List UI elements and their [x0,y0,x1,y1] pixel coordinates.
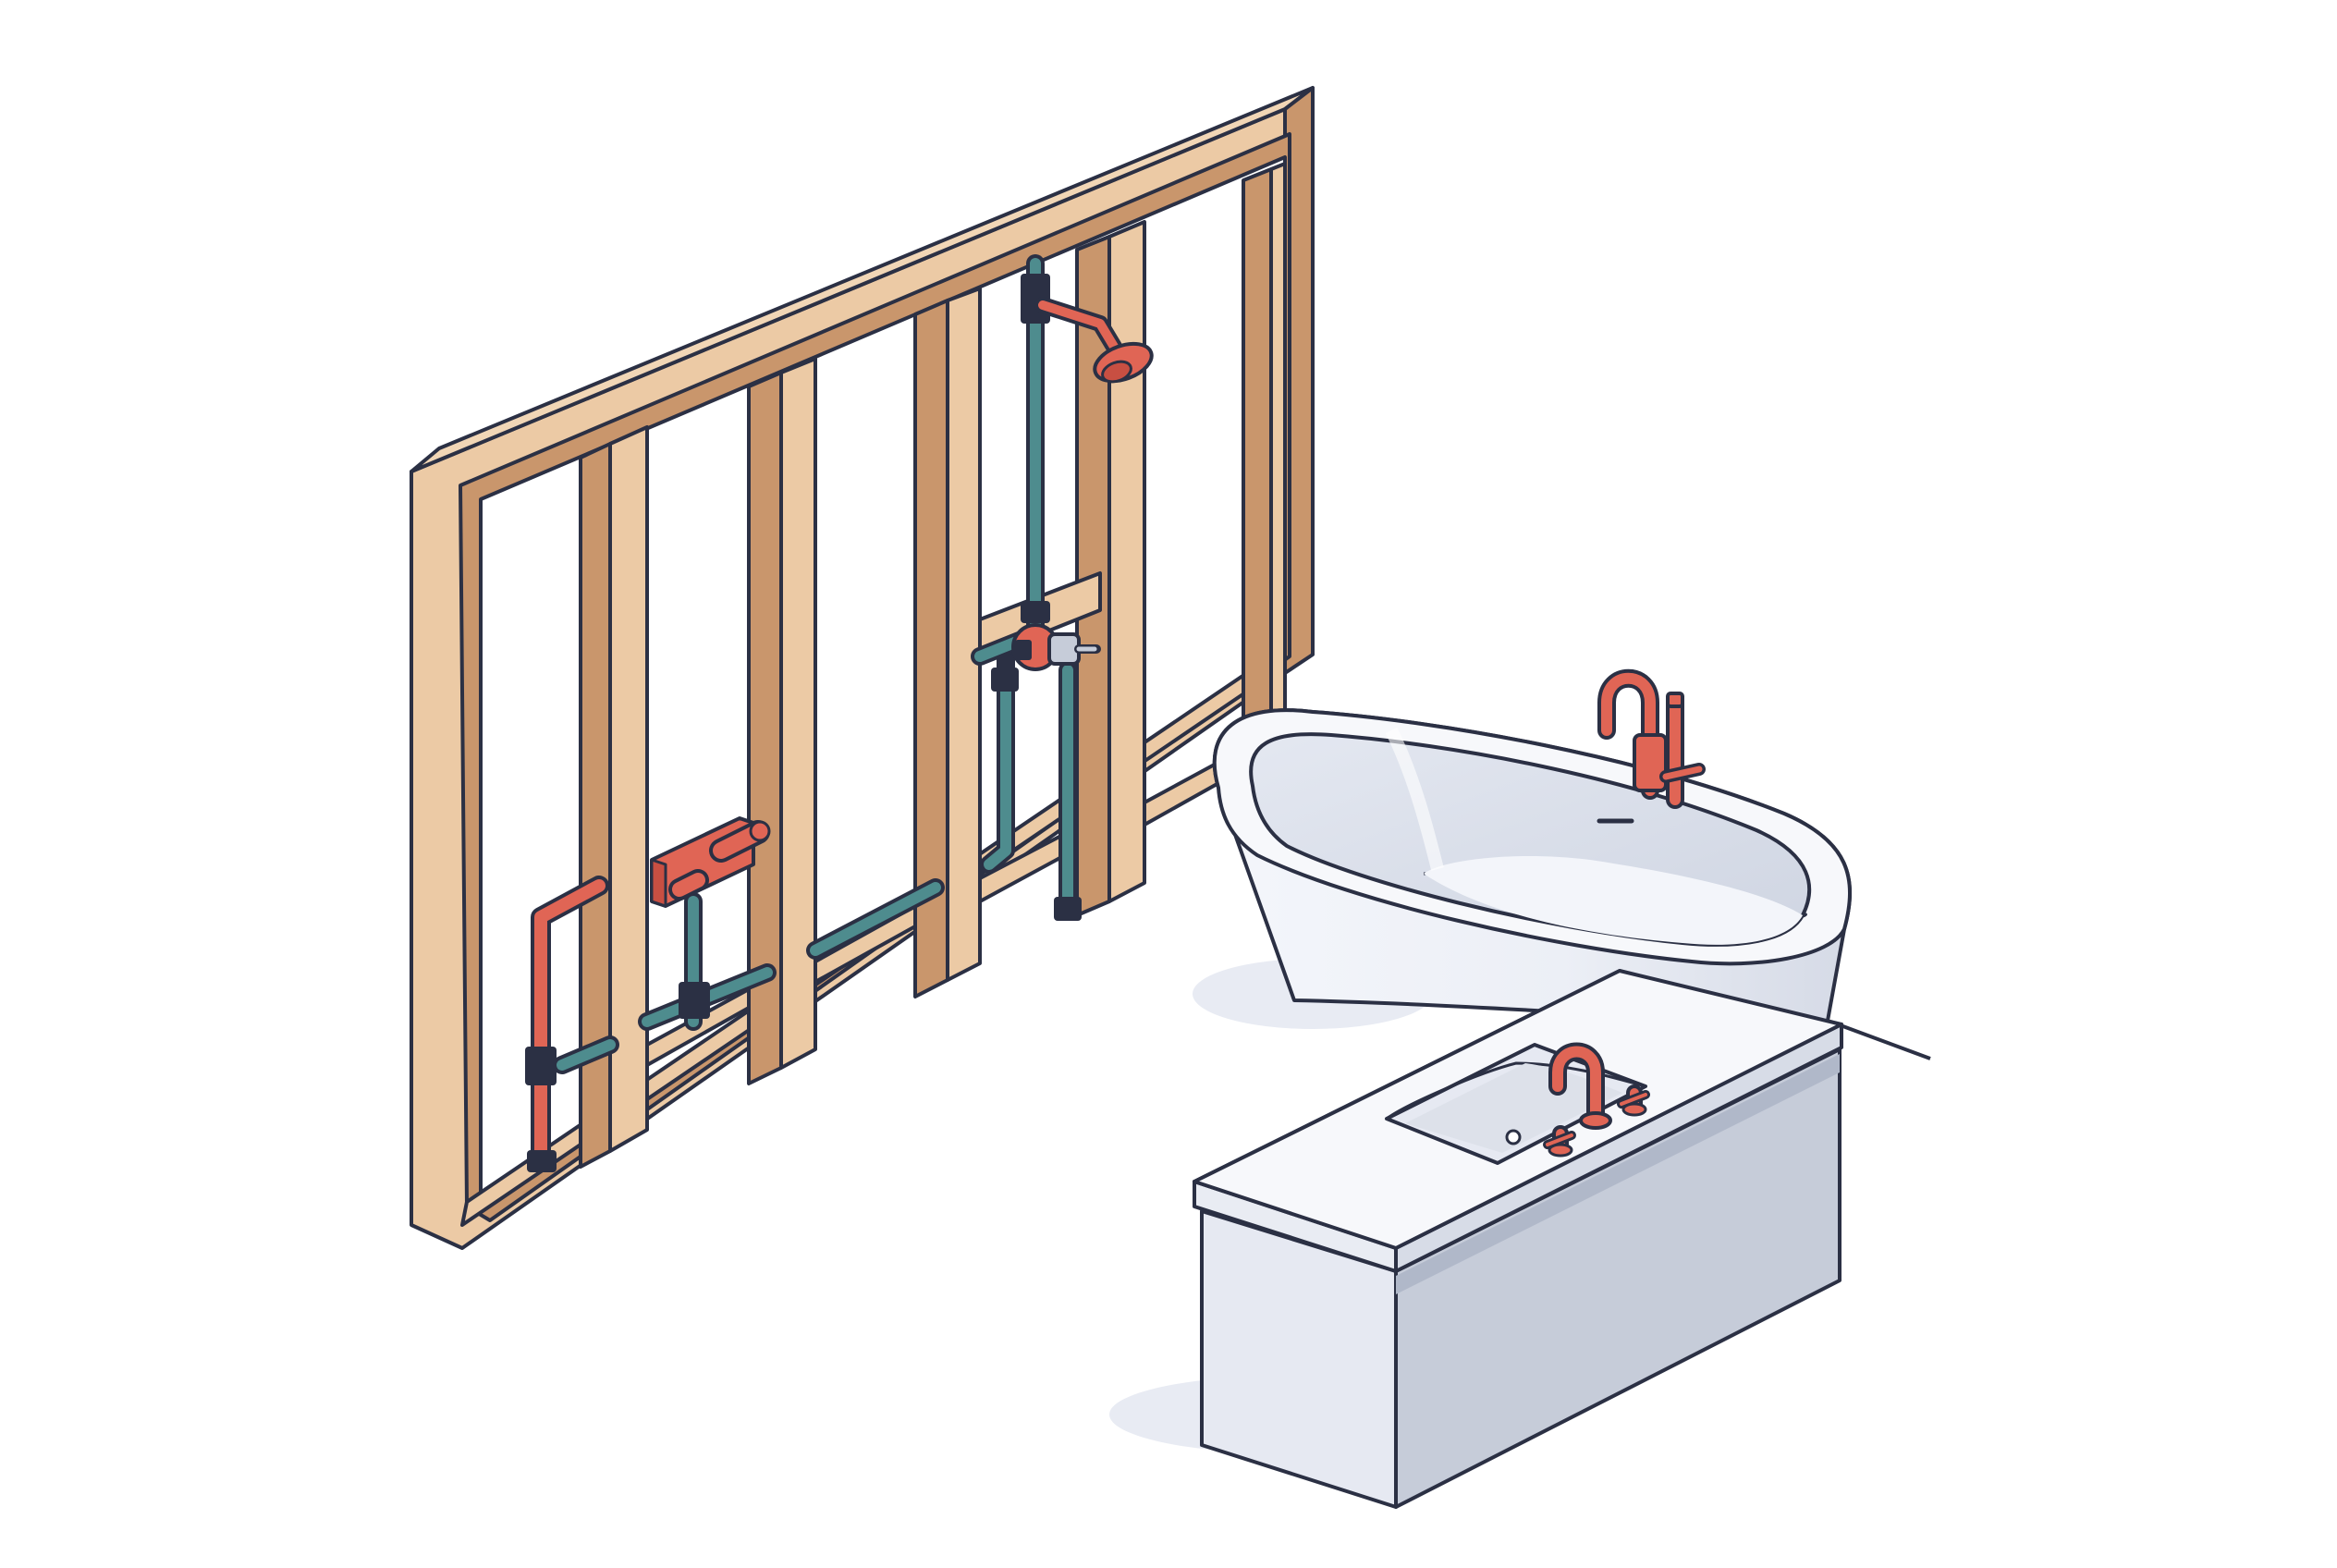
tub-filler-faucet-icon [1597,668,1706,809]
vanity-cabinet-icon [1109,969,1843,1509]
freestanding-bathtub-icon [1193,708,1852,1033]
floor-line [1829,1020,1931,1060]
tee-fitting [525,1047,557,1085]
sink-handle-left [1543,1125,1576,1158]
sink-drain [1505,1129,1522,1145]
stud-3 [913,287,982,998]
stud-4 [1075,220,1146,917]
shower-head-icon [1034,297,1154,384]
shower-valve-icon [971,623,1101,671]
sink-handle-right [1617,1084,1650,1117]
tub-spout-icon [650,816,771,908]
wall-stud-frame-icon [410,86,1315,1250]
stud-1 [579,425,649,1169]
stud-5 [1242,162,1287,845]
plumbing-lines [525,254,1154,1172]
sink-faucet-icon [1543,1042,1650,1158]
